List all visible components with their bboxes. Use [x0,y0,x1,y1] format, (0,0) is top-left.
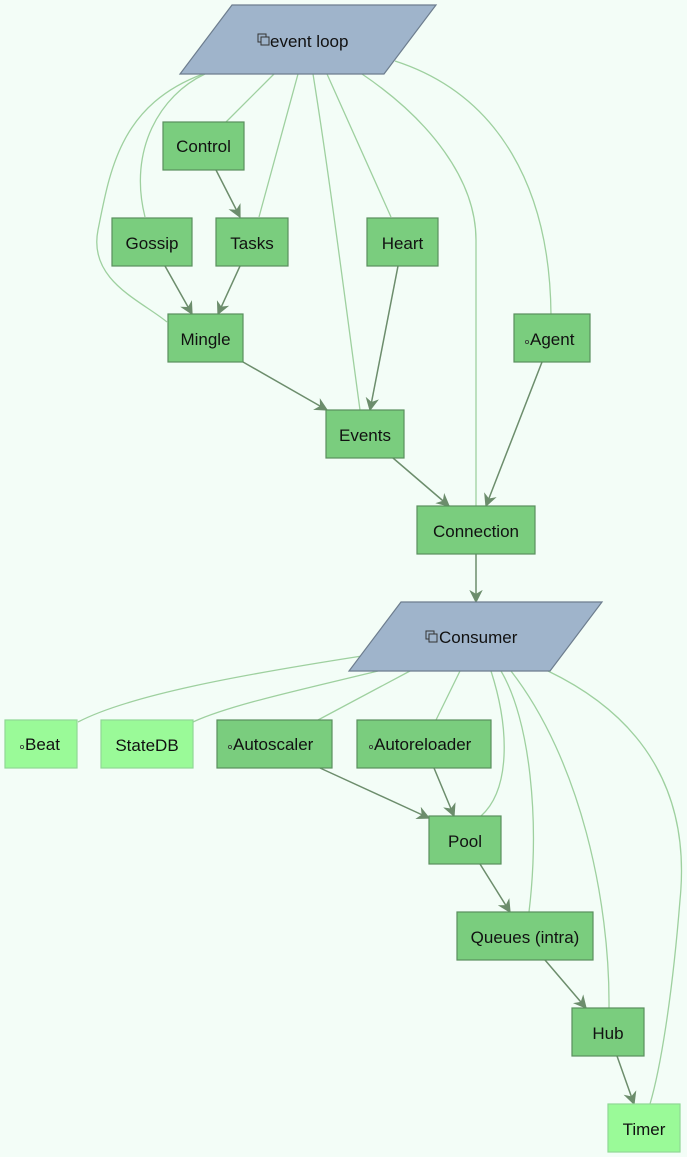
strong-edges [164,169,637,1106]
node-consumer[interactable]: Consumer [347,601,604,672]
node-label: Tasks [230,234,273,253]
weak-edges-consumer [77,655,683,1105]
edge-tasks-mingle [216,265,241,316]
edge-event-loop-control [224,73,275,124]
node-label: Control [176,137,231,156]
node-heart[interactable]: Heart [366,217,439,267]
edge-mingle-events [242,361,329,411]
node-autoreloader[interactable]: Autoreloader [356,719,492,769]
edge-consumer-queues [500,670,534,913]
node-autoscaler[interactable]: Autoscaler [216,719,333,769]
circle-icon [19,745,24,750]
edge-event-loop-heart [326,73,392,218]
node-timer[interactable]: Timer [607,1103,681,1153]
node-label: Heart [382,234,424,253]
node-label: Mingle [180,330,230,349]
edge-pool-queues [479,863,511,914]
node-label: Autoscaler [233,735,314,754]
node-beat[interactable]: Beat [4,719,78,769]
node-label: Beat [25,735,60,754]
edge-autoscaler-pool [319,767,431,820]
edge-event-loop-connection [361,73,477,506]
stack-icon [257,33,270,46]
node-agent[interactable]: Agent [513,313,591,363]
edge-event-loop-tasks [258,73,299,218]
edge-consumer-beat [77,655,363,723]
node-label: Queues (intra) [471,928,580,947]
node-events[interactable]: Events [325,409,405,459]
weak-edges-event-loop [96,60,552,506]
edge-consumer-timer [547,670,683,1105]
node-label: Connection [433,522,519,541]
node-statedb[interactable]: StateDB [100,719,194,769]
stack-icon [425,630,438,643]
edge-event-loop-agent [394,60,552,316]
edge-autoreloader-pool [433,767,456,818]
node-tasks[interactable]: Tasks [215,217,289,267]
edge-event-loop-mingle [96,73,204,323]
edge-control-tasks [215,169,241,219]
node-control[interactable]: Control [162,121,245,171]
circle-icon [227,745,232,750]
edge-consumer-autoreloader [435,670,461,721]
edge-events-connection [392,457,451,507]
node-label: Events [339,426,391,445]
node-mingle[interactable]: Mingle [167,313,244,363]
node-label: Consumer [439,628,518,647]
edge-consumer-pool [480,670,505,817]
node-connection[interactable]: Connection [416,505,536,555]
edge-event-loop-gossip [139,73,206,218]
node-event-loop[interactable]: event loop [178,4,438,75]
node-label: Agent [530,330,575,349]
node-label: Pool [448,832,482,851]
edge-hub-timer [616,1055,637,1106]
node-label: event loop [270,32,348,51]
node-gossip[interactable]: Gossip [111,217,193,267]
circle-icon [525,339,530,344]
node-label: Gossip [126,234,179,253]
node-label: Autoreloader [374,735,472,754]
edge-gossip-mingle [164,265,193,316]
edge-queues-hub [544,959,587,1010]
edge-consumer-hub [510,670,610,1009]
circle-icon [368,745,373,750]
node-label: Timer [623,1120,666,1139]
node-label: StateDB [115,736,178,755]
edge-consumer-autoscaler [317,670,411,721]
node-pool[interactable]: Pool [428,815,502,865]
edge-heart-events [365,265,399,412]
node-hub[interactable]: Hub [571,1007,645,1057]
edge-agent-connection [484,361,543,508]
edge-consumer-statedb [192,670,379,723]
node-queues[interactable]: Queues (intra) [456,911,594,961]
node-label: Hub [592,1024,623,1043]
edge-event-loop-events [312,73,361,411]
